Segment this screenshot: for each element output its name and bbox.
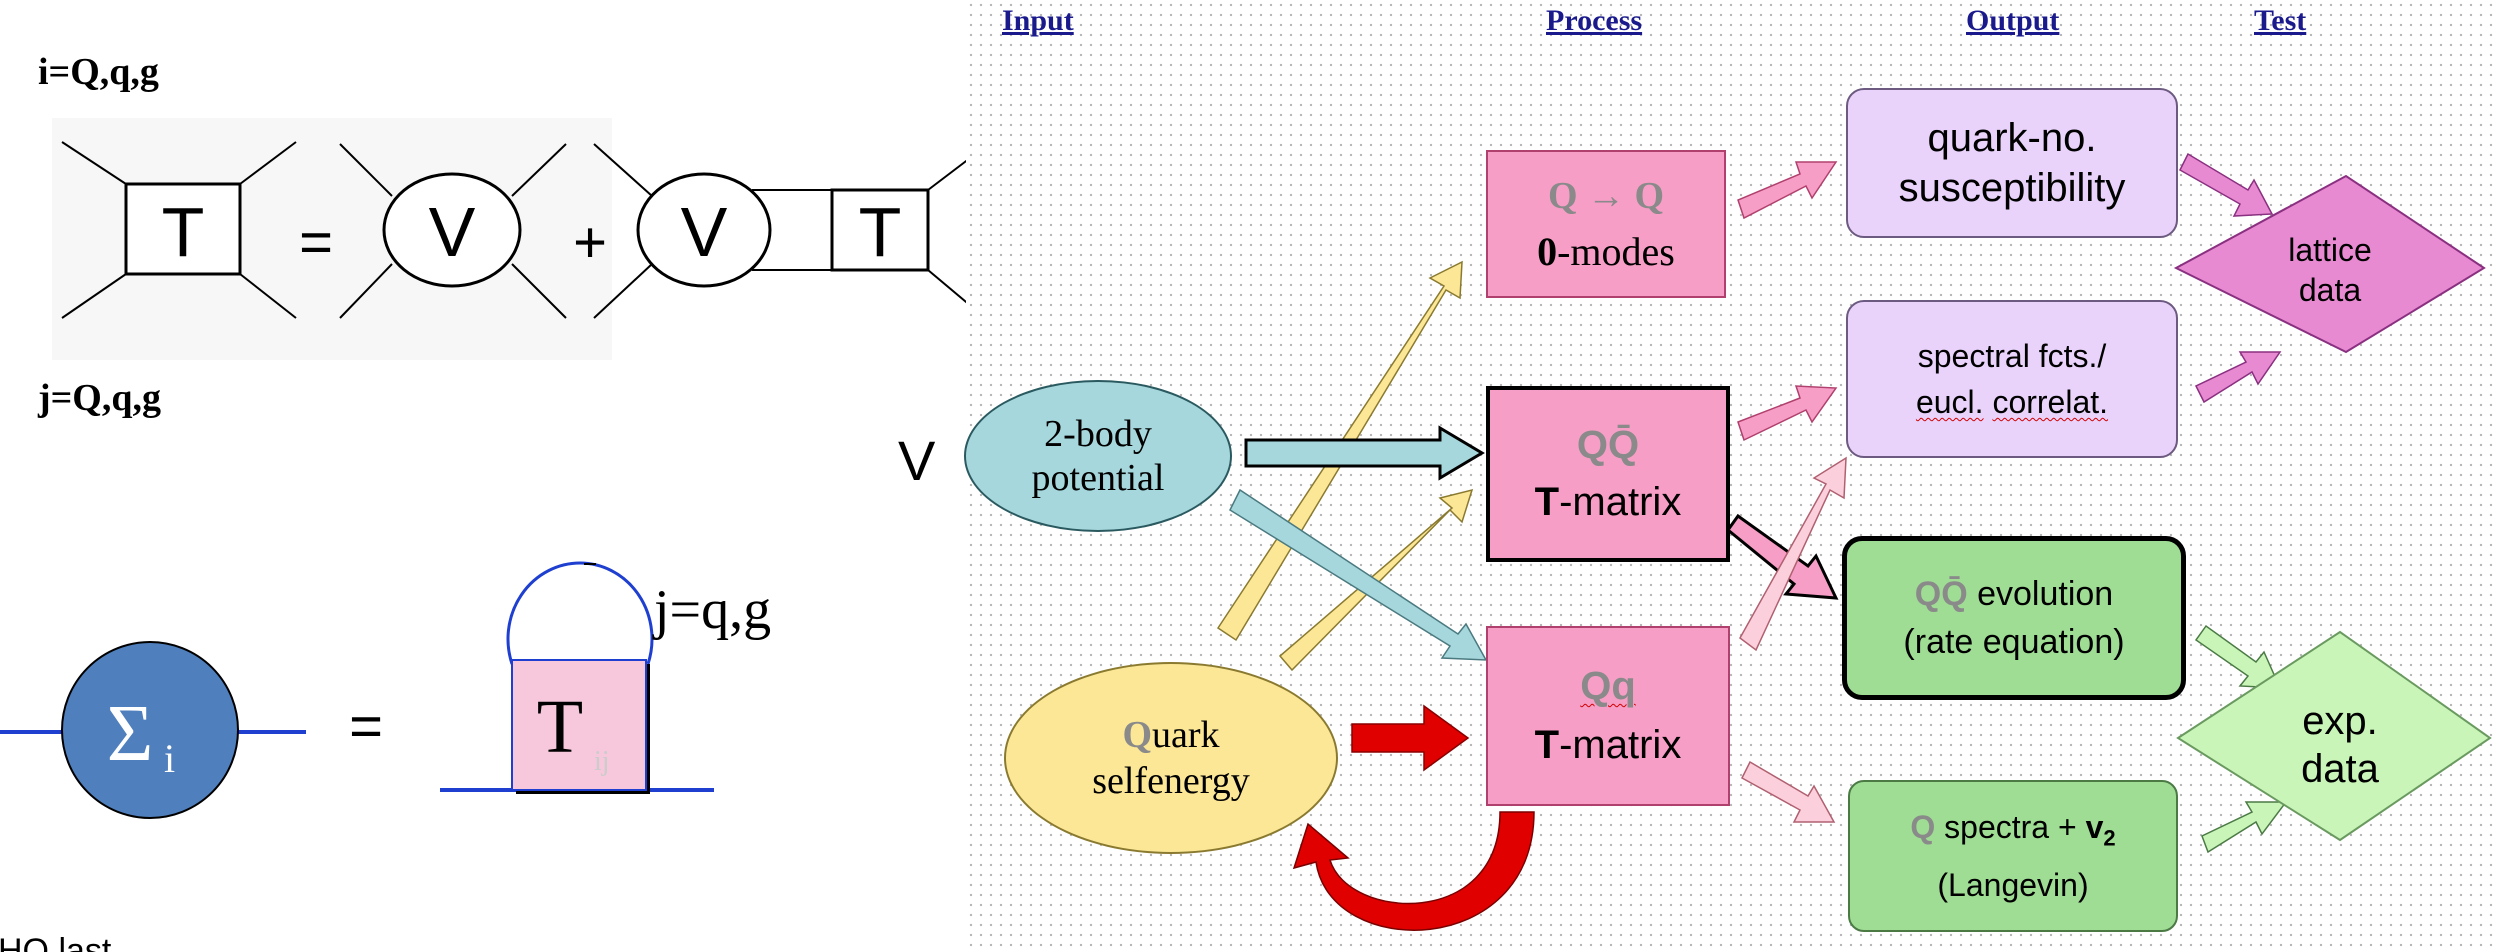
- equals-sign-2: =: [349, 694, 383, 759]
- sigma-circle: [61, 641, 239, 819]
- v-label: V: [898, 429, 936, 492]
- arrow-qqbar-to-evo: [1725, 513, 1839, 600]
- v-symbol-2: V: [681, 193, 728, 271]
- arrow-potential-to-Qq: [1229, 488, 1488, 661]
- bottom-cut-text: HQ last: [0, 934, 111, 952]
- evo-line2: (rate equation): [1903, 623, 2125, 661]
- t-box: [124, 182, 242, 276]
- v-circle-1: [382, 172, 522, 288]
- arrow-qqbar-to-spec: [1737, 385, 1838, 442]
- header-input: Input: [1002, 4, 1074, 37]
- two-body-line2: potential: [1031, 457, 1165, 499]
- quark-line2: selfenergy: [1092, 760, 1250, 802]
- evo-line1: QQ̄ evolution: [1914, 575, 2114, 613]
- arrow-qspec-to-exp: [2201, 801, 2288, 854]
- qq0-bottom: 0-modes: [1537, 228, 1675, 274]
- quark-line1: Quark: [1122, 714, 1220, 756]
- qspec-line1: Q spectra + v2: [1910, 809, 2116, 851]
- arrow-sus-to-lattice: [2179, 152, 2274, 217]
- lattice-line1: lattice: [2288, 232, 2372, 268]
- node-Qq-tmatrix: Qq T-matrix: [1486, 626, 1730, 806]
- arrow-quark-to-Qq: [1351, 704, 1470, 772]
- t-symbol: T: [162, 193, 205, 271]
- Qq-top: Qq: [1580, 664, 1636, 708]
- arrow-spec-to-lattice: [2194, 351, 2282, 404]
- t-ij-symbol: T: [537, 685, 583, 769]
- curved-red-arrow: [1292, 811, 1535, 931]
- node-qqbar-tmatrix: QQ̄ T-matrix: [1486, 386, 1730, 562]
- v-circle-2: [636, 172, 772, 288]
- t-symbol-2: T: [859, 193, 902, 271]
- node-susceptibility: quark-no. susceptibility: [1846, 88, 2178, 238]
- node-Q-spectra: Q spectra + v2 (Langevin): [1848, 780, 2178, 932]
- equals-sign: =: [299, 210, 333, 275]
- sigma-subscript: i: [164, 736, 175, 781]
- sus-line2: susceptibility: [1898, 166, 2126, 210]
- v-symbol-1: V: [429, 193, 476, 271]
- sigma-symbol: Σ: [107, 690, 154, 778]
- t-matrix-equation: T = V + V T Σ i = T ij: [0, 118, 979, 819]
- qspec-line2: (Langevin): [1937, 866, 2089, 903]
- node-qqbar-evolution: QQ̄ evolution (rate equation): [1842, 536, 2186, 700]
- plus-sign: +: [573, 210, 607, 275]
- t-box-2: [830, 188, 930, 272]
- arrow-0modes-to-sus: [1737, 161, 1838, 220]
- arrow-Qq-to-spec: [1739, 456, 1847, 652]
- node-spectral-fcts: spectral fcts./ eucl. correlat.: [1846, 300, 2178, 458]
- two-body-line1: 2-body: [1044, 413, 1152, 455]
- node-quark-selfenergy: Quark selfenergy: [1004, 662, 1338, 854]
- node-exp-data: exp. data: [2250, 690, 2430, 800]
- j-label: j=Q,q,g: [38, 377, 161, 419]
- node-lattice-data: lattice data: [2250, 222, 2410, 318]
- exp-line2: data: [2301, 747, 2379, 791]
- arrow-potential-to-qqbar: [1244, 425, 1485, 481]
- sus-line1: quark-no.: [1927, 116, 2097, 160]
- qqbar-bottom: T-matrix: [1534, 480, 1682, 524]
- node-two-body-potential: 2-body potential: [964, 380, 1232, 532]
- exp-diamond: [2176, 630, 2492, 842]
- Qq-bottom: T-matrix: [1534, 723, 1682, 767]
- i-label: i=Q,q,g: [38, 51, 159, 93]
- spec-line2: eucl. correlat.: [1915, 384, 2109, 420]
- qqbar-top: QQ̄: [1576, 423, 1640, 467]
- lattice-diamond: [2173, 174, 2486, 354]
- header-test: Test: [2254, 4, 2307, 37]
- t-ij-subscript: ij: [594, 746, 610, 777]
- qq0-top: Q → Q: [1547, 174, 1665, 217]
- header-output: Output: [1966, 4, 2060, 37]
- arrow-Qq-to-qspec: [1741, 760, 1836, 823]
- spec-line1: spectral fcts./: [1917, 338, 2107, 374]
- node-q-to-q-0modes: Q → Q 0-modes: [1486, 150, 1726, 298]
- exp-line1: exp.: [2302, 699, 2378, 743]
- lattice-line2: data: [2298, 272, 2362, 308]
- jqg-label: j=q,g: [654, 579, 772, 641]
- header-process: Process: [1546, 4, 1643, 37]
